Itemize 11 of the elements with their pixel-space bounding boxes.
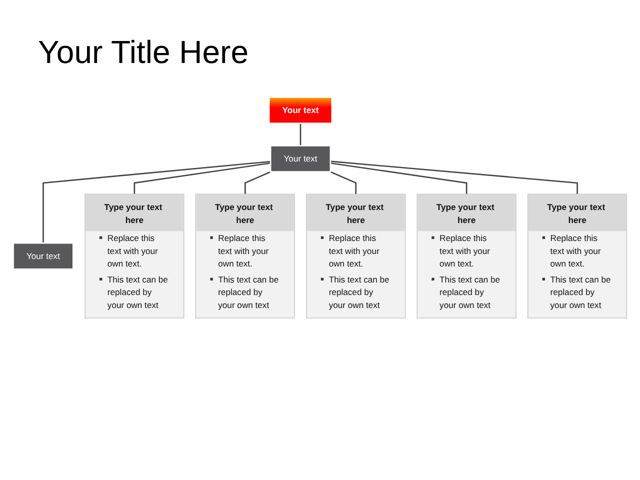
connector [42, 160, 271, 244]
node-box: Your text [268, 96, 333, 124]
connector [330, 160, 578, 194]
connector [134, 162, 271, 194]
connector [330, 171, 357, 194]
title: Your Title Here [38, 34, 248, 71]
connector [300, 123, 302, 146]
node-box: Your text [270, 145, 332, 172]
connector [244, 171, 272, 194]
node-box: Your text [12, 242, 74, 270]
connector [330, 162, 468, 194]
